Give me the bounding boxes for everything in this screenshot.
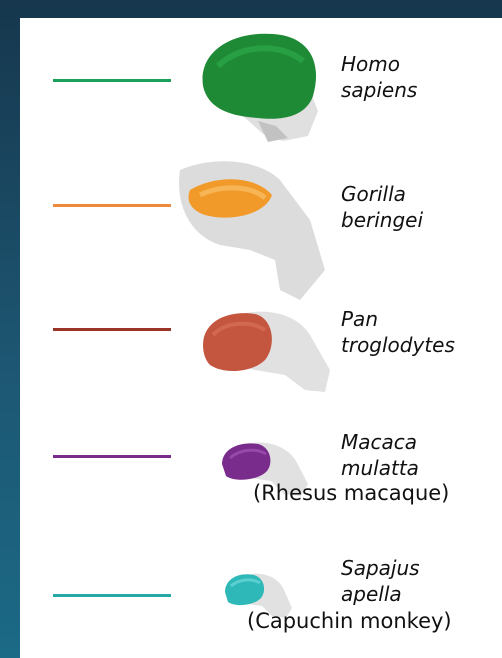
species-row-homo-sapiens: Homo sapiens <box>20 18 502 138</box>
species-epithet: beringei <box>341 207 423 233</box>
species-row-macaca-mulatta: Macaca mulatta (Rhesus macaque) <box>20 408 502 528</box>
common-name: (Capuchin monkey) <box>247 608 452 634</box>
legend-line-dark-red <box>53 328 171 331</box>
legend-line-green <box>53 79 171 82</box>
genus-name: Gorilla <box>341 181 423 207</box>
species-label: Macaca mulatta <box>341 429 419 481</box>
species-row-pan-troglodytes: Pan troglodytes <box>20 288 502 408</box>
gorilla-skull-brain-icon <box>160 150 335 300</box>
chimpanzee-skull-brain-icon <box>195 300 340 400</box>
species-label: Homo sapiens <box>341 51 417 103</box>
genus-name: Macaca <box>341 429 419 455</box>
species-label: Sapajus apella <box>341 555 420 607</box>
species-row-gorilla-beringei: Gorilla beringei <box>20 138 502 288</box>
genus-name: Sapajus <box>341 555 420 581</box>
human-skull-brain-icon <box>188 26 338 146</box>
genus-name: Homo <box>341 51 417 77</box>
common-name: (Rhesus macaque) <box>253 480 449 506</box>
species-label: Gorilla beringei <box>341 181 423 233</box>
legend-line-teal <box>53 594 171 597</box>
legend-line-orange <box>53 204 171 207</box>
genus-name: Pan <box>341 306 455 332</box>
species-epithet: apella <box>341 581 420 607</box>
species-row-sapajus-apella: Sapajus apella (Capuchin monkey) <box>20 528 502 658</box>
species-panel: Homo sapiens Gorilla beringei Pan troglo… <box>20 18 502 658</box>
species-epithet: troglodytes <box>341 332 455 358</box>
species-epithet: mulatta <box>341 455 419 481</box>
species-label: Pan troglodytes <box>341 306 455 358</box>
legend-line-purple <box>53 455 171 458</box>
species-epithet: sapiens <box>341 77 417 103</box>
